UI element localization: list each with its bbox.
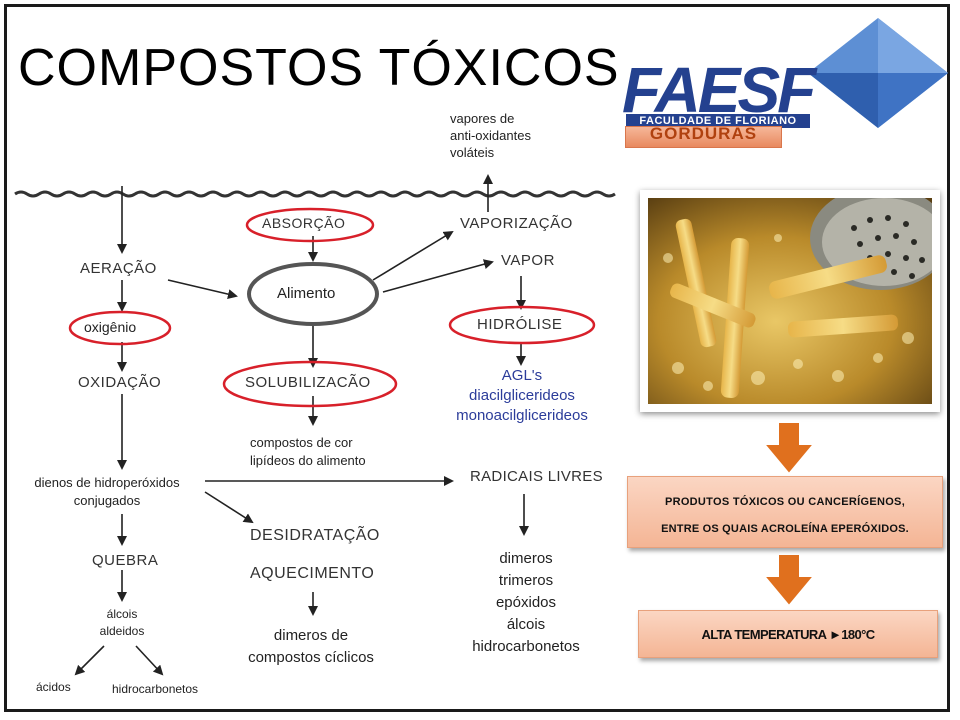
- produtos-line1: PRODUTOS TÓXICOS OU CANCERÍGENOS,: [664, 496, 906, 508]
- logo-subtitle: FACULDADE DE FLORIANO: [639, 115, 797, 127]
- arrow-aeracao-alimento: [167, 279, 238, 300]
- slide-frame: [4, 4, 950, 712]
- alta-temperatura-box: ALTA TEMPERATURA ►180°C: [638, 610, 938, 658]
- arrow-down-1: [762, 421, 816, 476]
- highlight-solubilizacao: [222, 360, 398, 408]
- alimento-ellipse: [247, 262, 379, 326]
- highlight-oxigenio: [68, 310, 172, 346]
- arrow-dienos-desidratacao: [204, 491, 254, 524]
- fries-image: [648, 198, 932, 404]
- logo-subtitle-bar: FACULDADE DE FLORIANO: [626, 114, 810, 128]
- fries-photo: [640, 190, 940, 412]
- arrow-alimento-vapor: [382, 259, 494, 293]
- arrow-down-2: [762, 553, 816, 608]
- gorduras-label: GORDURAS: [625, 126, 782, 148]
- highlight-absorcao: [245, 207, 375, 243]
- oil-surface-line: [14, 190, 616, 198]
- arrow-hidrocarbonetos-left: [135, 645, 164, 676]
- page-title: COMPOSTOS TÓXICOS: [18, 39, 620, 97]
- logo-wordmark: FAESF: [622, 54, 816, 126]
- arrow-alimento-vaporizacao: [372, 230, 454, 281]
- alta-temperatura-text: ALTA TEMPERATURA ►180°C: [701, 627, 875, 642]
- highlight-hidrolise: [448, 305, 596, 345]
- produtos-toxicos-box: PRODUTOS TÓXICOS OU CANCERÍGENOS, ENTRE …: [627, 476, 943, 548]
- arrow-acidos: [74, 645, 105, 676]
- produtos-line2: ENTRE OS QUAIS ACROLEÍNA EPERÓXIDOS.: [661, 523, 909, 535]
